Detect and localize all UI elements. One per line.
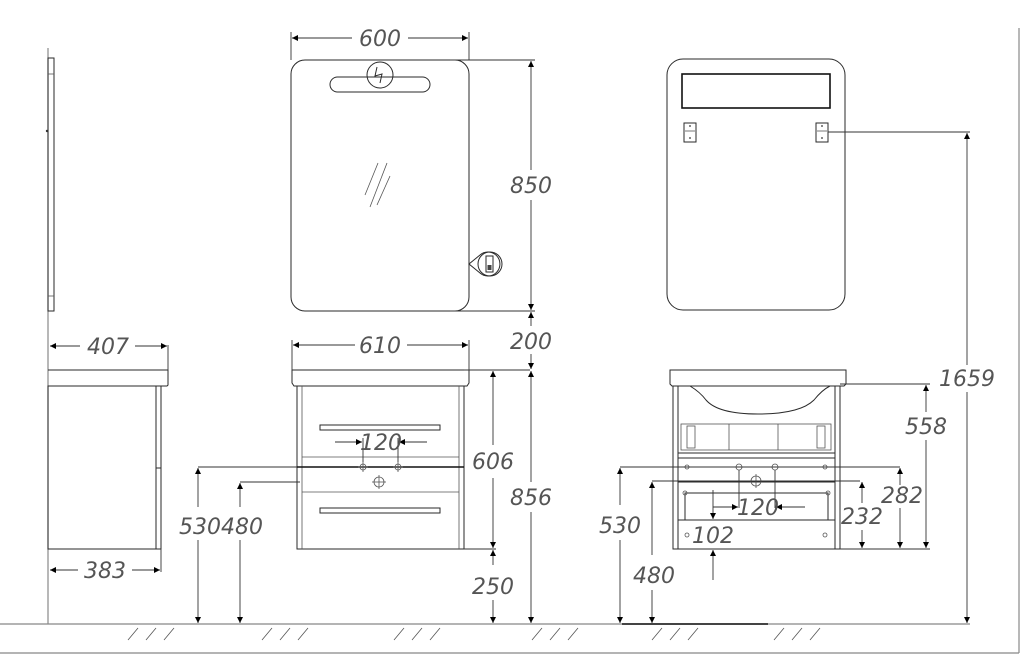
- vanity-side-profile: [47, 369, 169, 550]
- dim-856-label: 856: [510, 486, 552, 511]
- dimension-1659: 1659: [939, 133, 995, 623]
- dim-530-label-back: 530: [599, 514, 641, 539]
- dimension-600: 600: [290, 27, 470, 60]
- dimension-282: 282: [881, 468, 923, 548]
- light-housing: [681, 73, 831, 109]
- dim-120-label-front: 120: [360, 431, 402, 456]
- drawer-handle-top: [319, 424, 441, 431]
- drain-holes-back: [733, 463, 781, 488]
- mirror-glass-icon: [364, 162, 391, 208]
- wall-bracket-icon: [683, 122, 697, 143]
- dim-102-label: 102: [692, 524, 734, 549]
- dimension-558: 558: [840, 383, 947, 550]
- dimension-120-front: 120: [335, 431, 427, 462]
- dim-407-label: 407: [87, 335, 129, 360]
- mounting-holes: [682, 464, 831, 538]
- mirror-back-view: [666, 58, 970, 311]
- dim-610-label: 610: [359, 334, 401, 359]
- dimension-856: 856: [510, 371, 552, 623]
- dimension-102: 102: [692, 490, 734, 580]
- dimension-383: 383: [50, 549, 162, 584]
- drain-holes: [358, 462, 403, 489]
- dim-383-label: 383: [84, 559, 126, 584]
- mirror-side-profile: [45, 57, 55, 312]
- dim-120-label-back: 120: [737, 496, 779, 521]
- dimension-610: 610: [291, 334, 470, 370]
- dim-480-label-back: 480: [633, 564, 675, 589]
- dim-282-label: 282: [881, 484, 923, 509]
- mirror-front-view: 600 850 200: [290, 27, 552, 369]
- drawer-handle-bottom: [319, 507, 441, 514]
- electric-bolt-icon: [366, 61, 394, 89]
- dimension-250: 250: [472, 550, 514, 623]
- light-bar: [329, 76, 431, 93]
- dim-530-label-side: 530: [179, 515, 221, 540]
- switch-icon: [468, 251, 503, 277]
- dimension-530-480-back: 530 480: [599, 466, 900, 623]
- vanity-front-view: 610 120 606 250 856: [291, 334, 552, 623]
- dim-250-label: 250: [472, 575, 514, 600]
- dim-606-label: 606: [472, 450, 514, 475]
- dim-558-label: 558: [905, 415, 947, 440]
- dimension-232: 232: [840, 482, 910, 550]
- wall-bracket-icon: [815, 122, 829, 143]
- dimension-850: 850: [450, 59, 552, 312]
- side-view: 407 383 530 480: [45, 48, 300, 624]
- dim-480-label-side: 480: [221, 515, 263, 540]
- dim-850-label: 850: [510, 174, 552, 199]
- vanity-back-view: 530 480 120 102 232 282: [599, 369, 947, 623]
- basin-bowl: [689, 385, 831, 415]
- floor-hatch: [127, 627, 821, 641]
- dim-200-label: 200: [510, 330, 552, 355]
- dimension-407: 407: [50, 335, 169, 370]
- dimension-530-480: 530 480: [179, 466, 300, 623]
- drawing-frame: [0, 28, 1020, 654]
- dim-232-label: 232: [841, 505, 883, 530]
- dimension-120-back: 120: [713, 470, 805, 521]
- dim-1659-label: 1659: [939, 367, 995, 392]
- dimension-606: 606: [464, 369, 530, 550]
- drawer-rail: [680, 423, 832, 451]
- dimension-200: 200: [510, 312, 552, 369]
- dim-600-label: 600: [359, 27, 401, 52]
- floor-line: [0, 623, 970, 641]
